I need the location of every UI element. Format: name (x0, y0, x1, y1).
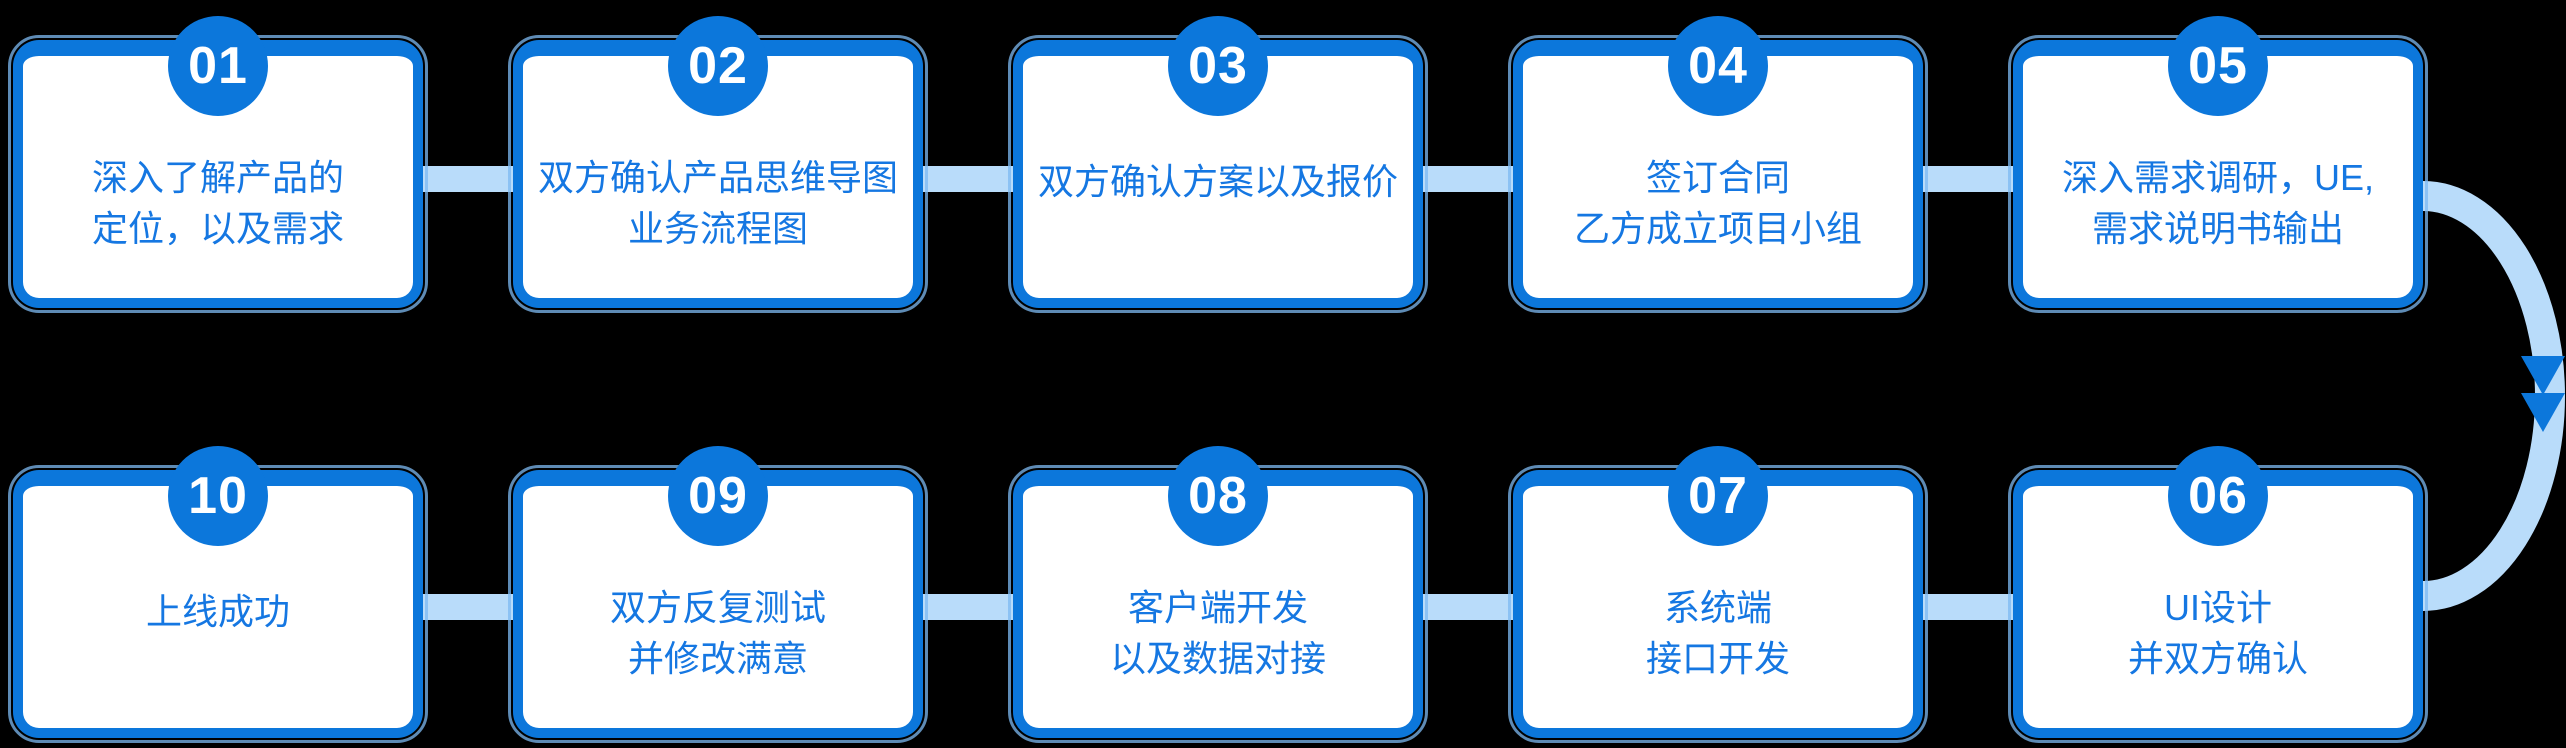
step-description: 双方反复测试 并修改满意 (523, 512, 913, 748)
step-number-badge: 10 (168, 446, 268, 546)
flow-step-card-01: 01 深入了解产品的 定位，以及需求 (8, 16, 428, 313)
step-text-line-1: 双方确认产品思维导图 (537, 157, 898, 198)
flow-step-card-10: 10 上线成功 (8, 446, 428, 743)
step-description: 深入需求调研，UE, 需求说明书输出 (2023, 82, 2413, 324)
step-description: 系统端 接口开发 (1523, 512, 1913, 748)
step-number-badge: 01 (168, 16, 268, 116)
flow-step-card-03: 03 双方确认方案以及报价 (1008, 16, 1428, 313)
connector-02-03 (920, 166, 1016, 192)
step-text-line-2: 并双方确认 (2127, 638, 2308, 679)
connector-03-04 (1420, 166, 1516, 192)
return-arrow-arc (2422, 181, 2565, 611)
flow-step-card-06: 06 UI设计 并双方确认 (2008, 446, 2428, 743)
flow-step-card-08: 08 客户端开发 以及数据对接 (1008, 446, 1428, 743)
step-text-line-1: 深入了解产品的 (91, 157, 344, 198)
step-description: 客户端开发 以及数据对接 (1023, 512, 1413, 748)
step-description: UI设计 并双方确认 (2023, 512, 2413, 748)
flow-step-card-02: 02 双方确认产品思维导图 业务流程图 (508, 16, 928, 313)
step-number-badge: 09 (668, 446, 768, 546)
arrowhead-down-icon (2521, 393, 2565, 432)
step-text-line-2: 接口开发 (1645, 638, 1790, 679)
connector-10-09 (420, 594, 516, 620)
step-number-badge: 06 (2168, 446, 2268, 546)
step-text-line-1: UI设计 (2163, 587, 2272, 628)
flow-step-card-05: 05 深入需求调研，UE, 需求说明书输出 (2008, 16, 2428, 313)
step-number-badge: 08 (1168, 446, 1268, 546)
step-number-badge: 04 (1668, 16, 1768, 116)
step-text-line-2: 以及数据对接 (1109, 638, 1326, 679)
step-text-line-1: 双方确认方案以及报价 (1037, 160, 1398, 202)
step-text-line-2: 并修改满意 (627, 638, 808, 679)
step-number-badge: 03 (1168, 16, 1268, 116)
step-number-badge: 02 (668, 16, 768, 116)
step-description: 双方确认方案以及报价 (1023, 60, 1413, 302)
step-text-line-1: 签订合同 (1645, 157, 1790, 198)
step-description: 深入了解产品的 定位，以及需求 (23, 82, 413, 324)
step-description: 双方确认产品思维导图 业务流程图 (523, 82, 913, 324)
flow-step-card-09: 09 双方反复测试 并修改满意 (508, 446, 928, 743)
step-text-line-2: 业务流程图 (627, 208, 808, 249)
step-number-badge: 07 (1668, 446, 1768, 546)
step-text-line-1: 客户端开发 (1127, 587, 1308, 628)
step-text-line-2: 乙方成立项目小组 (1573, 208, 1862, 249)
step-text-line-1: 系统端 (1663, 587, 1772, 628)
step-number-badge: 05 (2168, 16, 2268, 116)
step-text-line-1: 深入需求调研，UE, (2061, 157, 2374, 198)
connector-01-02 (420, 166, 516, 192)
connector-07-06 (1920, 594, 2016, 620)
flow-step-card-04: 04 签订合同 乙方成立项目小组 (1508, 16, 1928, 313)
step-text-line-2: 需求说明书输出 (2091, 208, 2344, 249)
step-text-line-1: 上线成功 (145, 590, 290, 632)
connector-04-05 (1920, 166, 2016, 192)
flow-step-card-07: 07 系统端 接口开发 (1508, 446, 1928, 743)
step-text-line-1: 双方反复测试 (609, 587, 826, 628)
step-description: 签订合同 乙方成立项目小组 (1523, 82, 1913, 324)
arrowhead-down-icon (2521, 356, 2565, 395)
connector-08-07 (1420, 594, 1516, 620)
step-description: 上线成功 (23, 490, 413, 732)
connector-09-08 (920, 594, 1016, 620)
step-text-line-2: 定位，以及需求 (91, 208, 344, 249)
